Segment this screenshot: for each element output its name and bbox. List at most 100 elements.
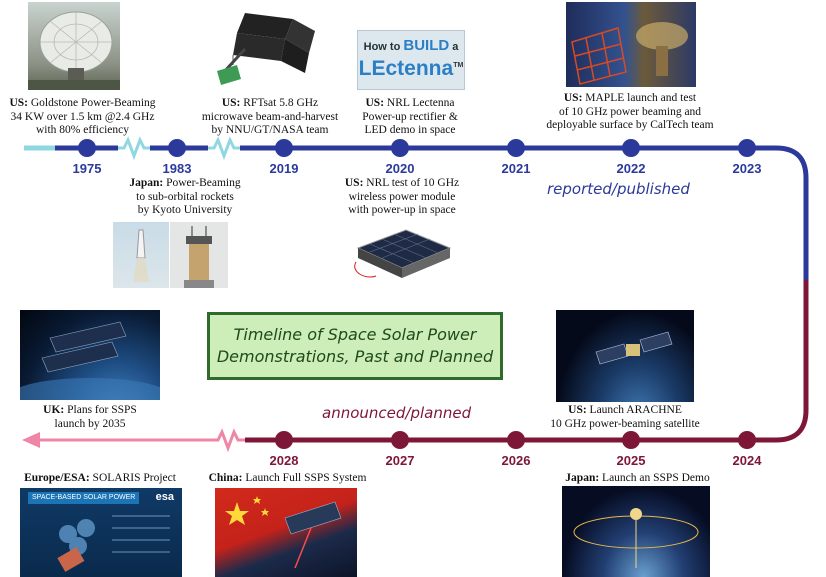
caption-arachne: US: Launch ARACHNE 10 GHz power-beaming … — [545, 404, 705, 431]
event-actor: Japan: — [129, 177, 164, 189]
event-line: Launch an SSPS Demo — [602, 472, 710, 484]
event-line: Power-Beaming — [166, 177, 241, 189]
event-actor: US: — [365, 97, 385, 109]
phase-label-announced: announced/planned — [322, 404, 472, 422]
payload-icon — [184, 226, 214, 288]
event-line: Launch Full SSPS System — [245, 472, 367, 484]
caption-kyoto: Japan: Power-Beaming to sub-orbital rock… — [110, 177, 260, 218]
top-dot-2021 — [507, 139, 525, 157]
top-track-line-c — [240, 145, 809, 280]
top-dot-2020 — [391, 139, 409, 157]
bottom-year-label: 2024 — [733, 453, 763, 468]
rftsat-photo — [215, 5, 325, 90]
kyoto-payload-photo — [170, 222, 228, 288]
phase-label-reported: reported/published — [547, 180, 690, 198]
bottom-year-label: 2025 — [617, 453, 646, 468]
top-dot-2023 — [738, 139, 756, 157]
book-how-to: How to — [363, 41, 401, 53]
bottom-dot-2028 — [275, 431, 293, 449]
maple-photo — [566, 2, 696, 87]
esa-banner: SPACE-BASED SOLAR POWER — [28, 492, 140, 504]
bottom-year-label: 2026 — [502, 453, 531, 468]
dish-antenna-icon — [28, 11, 120, 90]
event-line: deployable surface by CalTech team — [546, 119, 714, 131]
caption-goldstone: US: Goldstone Power-Beaming 34 KW over 1… — [0, 97, 165, 138]
event-actor: China: — [208, 472, 243, 484]
esa-logo: esa — [155, 491, 174, 503]
break-squiggle-1 — [118, 136, 150, 161]
break-squiggle-2 — [208, 136, 240, 161]
top-year-label: 2023 — [733, 161, 762, 176]
nrl-module-photo — [346, 218, 458, 288]
event-actor: Europe/ESA: — [24, 472, 90, 484]
bottom-dot-2024 — [738, 431, 756, 449]
event-actor: UK: — [43, 404, 65, 416]
caption-lectenna: US: NRL Lectenna Power-up rectifier & LE… — [345, 97, 475, 138]
event-line: NRL test of 10 GHz — [366, 177, 460, 189]
bottom-year-label: 2028 — [270, 453, 299, 468]
event-line: 34 KW over 1.5 km @2.4 GHz — [10, 110, 155, 123]
event-actor: US: — [344, 177, 364, 189]
top-dot-1983 — [168, 139, 186, 157]
caption-esa: Europe/ESA: SOLARIS Project — [5, 472, 195, 486]
caption-maple: US: MAPLE launch and test of 10 GHz powe… — [520, 92, 740, 133]
event-actor: US: — [221, 97, 241, 109]
china-ssps-photo — [215, 488, 357, 577]
book-build: BUILD — [403, 37, 450, 54]
caption-japan-demo: Japan: Launch an SSPS Demo — [555, 472, 720, 486]
caption-china: China: Launch Full SSPS System — [195, 472, 380, 486]
cubesat-icon — [217, 13, 315, 85]
top-year-label: 2022 — [617, 161, 646, 176]
event-line: Goldstone Power-Beaming — [30, 97, 156, 109]
break-squiggle-3 — [212, 428, 245, 453]
top-year-label: 2020 — [386, 161, 415, 176]
event-line: launch by 2035 — [54, 417, 126, 430]
space-station-icon — [20, 321, 160, 400]
solar-array-icon — [57, 515, 170, 572]
book-tm: TM — [453, 62, 464, 69]
event-actor: US: — [568, 404, 587, 416]
bottom-dot-2027 — [391, 431, 409, 449]
bottom-dot-2025 — [622, 431, 640, 449]
event-line: Plans for SSPS — [67, 404, 137, 416]
event-line: 10 GHz power-beaming satellite — [550, 417, 700, 430]
book-lectenna: LEctenna — [358, 57, 454, 80]
event-actor: Japan: — [565, 472, 600, 484]
event-actor: US: — [9, 97, 28, 109]
top-year-label: 2019 — [270, 161, 299, 176]
bottom-dot-2026 — [507, 431, 525, 449]
caption-rftsat: US: RFTsat 5.8 GHz microwave beam-and-ha… — [195, 97, 345, 138]
satellite-icon — [595, 331, 673, 365]
flag-and-satellite-icon — [225, 496, 342, 569]
figure-title-line-1: Timeline of Space Solar Power — [233, 325, 477, 344]
event-line: wireless power module — [348, 190, 456, 203]
top-dot-2019 — [275, 139, 293, 157]
figure-title-box: Timeline of Space Solar Power Demonstrat… — [207, 312, 503, 380]
event-line: to sub-orbital rockets — [136, 190, 234, 203]
book-a: a — [452, 41, 459, 53]
event-line: with power-up in space — [348, 204, 456, 216]
kyoto-rocket-photo — [113, 222, 169, 288]
uk-ssps-photo — [20, 310, 160, 400]
caption-uk: UK: Plans for SSPS launch by 2035 — [20, 404, 160, 431]
solar-panel-icon — [354, 229, 452, 278]
event-line: MAPLE launch and test — [585, 92, 697, 104]
arachne-photo — [556, 310, 694, 402]
top-dot-2022 — [622, 139, 640, 157]
event-line: SOLARIS Project — [92, 472, 176, 484]
rocket-icon — [133, 229, 149, 282]
esa-solaris-photo: SPACE-BASED SOLAR POWER esa — [20, 488, 182, 577]
event-line: RFTsat 5.8 GHz — [243, 97, 319, 109]
top-dot-1975 — [78, 139, 96, 157]
event-line: by NNU/GT/NASA team — [211, 124, 329, 136]
deployable-array-icon — [571, 22, 688, 85]
bottom-year-label: 2027 — [386, 453, 415, 468]
lectenna-book: How to BUILD a LEctennaTM — [357, 30, 465, 90]
future-arrow-head — [22, 432, 40, 448]
event-line: NRL Lectenna — [386, 97, 455, 109]
event-line: microwave beam-and-harvest — [201, 110, 339, 123]
event-actor: US: — [563, 92, 583, 104]
figure-title-line-2: Demonstrations, Past and Planned — [216, 347, 494, 366]
top-year-label: 1975 — [73, 161, 102, 176]
